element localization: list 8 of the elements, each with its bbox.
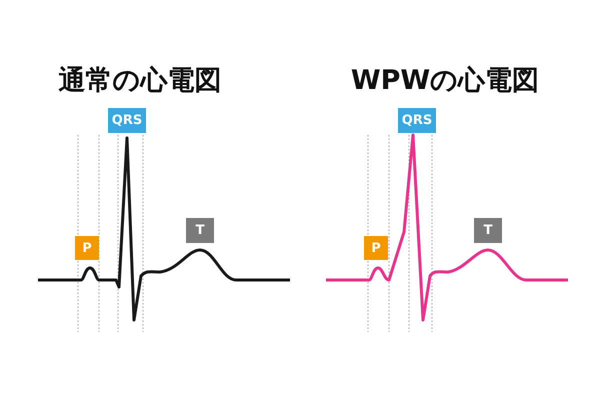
wave-label: QRS <box>108 108 146 133</box>
wave-label: T <box>474 218 502 243</box>
wave-label: P <box>364 236 388 260</box>
heading: 通常の心電図 <box>58 64 222 98</box>
wave-label: T <box>186 218 214 243</box>
wave-label: QRS <box>398 108 436 133</box>
heading: WPWの心電図 <box>350 64 540 98</box>
wave-label: P <box>75 236 99 260</box>
